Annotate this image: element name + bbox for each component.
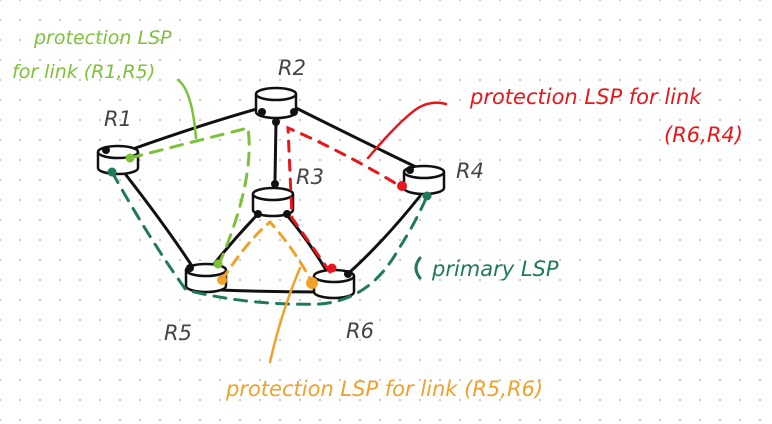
link-r1-r5 xyxy=(124,173,194,268)
router-r5 xyxy=(184,262,228,294)
green-protection-lsp-path xyxy=(128,126,251,264)
green-label-line1: protection LSP xyxy=(33,27,172,49)
teal-label: primary LSP xyxy=(431,257,559,281)
green-lsp-dot-r1 xyxy=(125,153,135,163)
link-r1-r2 xyxy=(128,106,262,152)
router-r4 xyxy=(402,164,446,196)
red-lsp-dot-r6 xyxy=(327,263,337,273)
router-label-r5: R5 xyxy=(164,321,192,345)
primary-lsp-dot-r1 xyxy=(107,167,117,177)
link-r4-r6 xyxy=(348,194,422,274)
orange-pointer xyxy=(268,266,302,364)
router-r3 xyxy=(251,186,295,218)
interface-dots xyxy=(102,108,414,278)
link-r3-r5 xyxy=(212,212,260,266)
link-r3-r6 xyxy=(284,212,328,272)
routers xyxy=(96,86,446,300)
router-labels: R1 R2 R3 R4 R5 R6 xyxy=(104,56,484,345)
router-label-r1: R1 xyxy=(104,107,132,131)
teal-bracket xyxy=(414,256,422,280)
red-label-line2: (R6,R4) xyxy=(664,123,743,147)
primary-lsp-path xyxy=(110,170,429,306)
link-r2-r4 xyxy=(294,106,420,170)
red-protection-lsp-path xyxy=(286,125,402,274)
router-r6 xyxy=(312,268,356,300)
router-label-r2: R2 xyxy=(278,56,306,80)
orange-lsp-dot-r5 xyxy=(217,275,227,285)
green-lsp-dot-r5 xyxy=(213,259,223,269)
red-label-line1: protection LSP for link xyxy=(469,85,702,109)
router-label-r3: R3 xyxy=(296,165,324,189)
green-pointer xyxy=(176,78,198,140)
red-pointer xyxy=(366,101,448,160)
primary-lsp-dot-r4 xyxy=(422,191,432,201)
links xyxy=(124,106,422,294)
link-r5-r6 xyxy=(218,288,324,294)
orange-label: protection LSP for link (R5,R6) xyxy=(225,377,543,401)
router-label-r6: R6 xyxy=(346,319,374,343)
green-label-line2: for link (R1,R5) xyxy=(12,61,155,83)
red-lsp-dot-r4 xyxy=(397,181,407,191)
orange-protection-lsp-path xyxy=(220,219,314,284)
orange-lsp-dot-r6 xyxy=(306,277,318,289)
router-label-r4: R4 xyxy=(456,159,484,183)
link-r2-r3 xyxy=(273,120,278,182)
